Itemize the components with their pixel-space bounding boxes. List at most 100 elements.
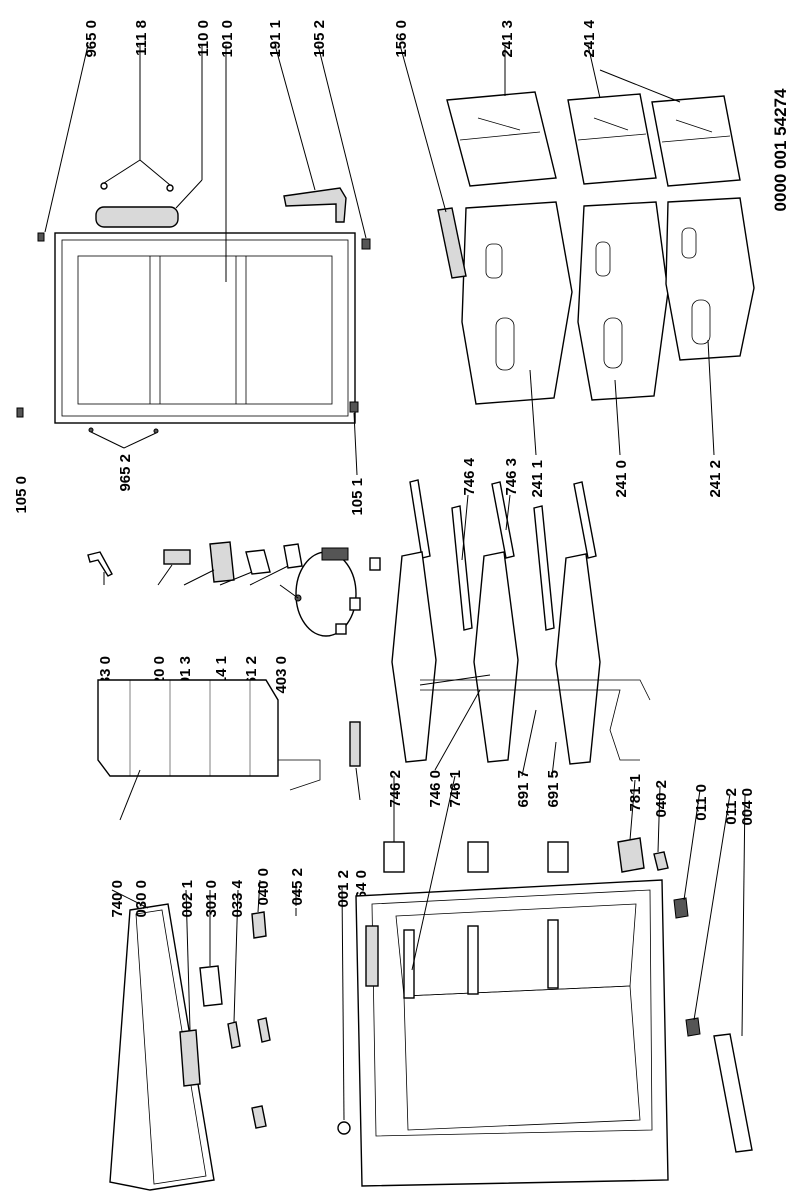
wire-shelf-1 [391,551,437,763]
part-156-0 [437,207,467,279]
label-241-1: 241 1 [529,460,546,498]
label-241-3: 241 3 [499,20,516,58]
foot-c [335,623,347,635]
part-420-0 [163,549,191,565]
valve-561-2 [283,543,303,569]
leader-lines-drawers [399,44,715,456]
hinge-105-2 [361,238,371,250]
label-111-8: 111 8 [133,20,150,56]
foot-011-2 [685,1017,701,1037]
label-004-0: 004 0 [739,788,756,826]
part-040-0a [251,911,267,939]
label-965-2: 965 2 [117,454,134,492]
label-045-2: 045 2 [289,868,306,906]
top-cover [109,903,215,1191]
drawer-flaps [446,91,741,187]
label-746-2: 746 2 [387,770,404,808]
part-040-0b [257,1017,271,1043]
drawer-bottom [665,197,755,361]
screw-965-2a [88,427,94,433]
label-030-0: 030 0 [133,880,150,918]
label-691-5: 691 5 [545,770,562,808]
flap-241-4 [567,93,657,185]
cabinet-handle [365,925,379,987]
cover-and-parts [109,903,351,1191]
wire-shelf-3 [555,553,601,765]
drawer-top [461,201,573,405]
wire-shelves [391,551,651,765]
label-101-0: 101 0 [219,20,236,58]
screw-111-8a [100,182,108,190]
cabinet-body [355,879,669,1187]
pin-105-0 [16,407,24,418]
label-746-4: 746 4 [461,457,478,495]
condenser-grill [97,679,279,777]
compressor [295,551,357,637]
label-781-1: 781 1 [627,774,644,812]
drawers [437,197,755,405]
shelf-clip-746-1 [467,841,489,873]
electrical-components [87,541,381,637]
flap-241-3 [446,91,557,187]
hinge-105-1 [349,401,359,413]
part-033-4 [227,1021,241,1049]
part-781-1 [617,837,645,873]
part-491-3 [209,541,235,583]
bracket-191-1 [283,187,347,223]
door-handle [95,206,179,228]
pin-965-0 [37,232,45,242]
part-040-0c [251,1105,267,1129]
leader-lines-door [44,44,367,476]
label-241-2: 241 2 [707,460,724,498]
label-156-0: 156 0 [393,20,410,58]
part-002-1 [179,1029,201,1087]
screw-965-2b [153,428,159,434]
pipe-frame [420,679,651,761]
label-403-0: 403 0 [273,656,290,694]
rail-c [573,481,597,559]
cabinet-rail-3 [547,919,559,989]
label-001-2: 001 2 [335,870,352,908]
rail-b [533,505,555,631]
label-746-3: 746 3 [503,458,520,496]
document-number: 0000 001 54274 [771,88,790,211]
label-746-1: 746 1 [447,770,464,808]
door-assembly [16,182,371,434]
foot-a [369,557,381,571]
label-965-0: 965 0 [83,20,100,58]
label-002-1: 002 1 [179,880,196,918]
label-241-0: 241 0 [613,460,630,498]
cabinet-assembly [355,837,753,1187]
screw-111-8b [166,184,174,192]
label-011-0: 011 0 [693,784,710,821]
part-040-2 [653,851,669,871]
cabinet-rail-1 [403,929,415,999]
shelf-clip-746-2 [383,841,405,873]
leader-lines-bottom-left [111,767,361,1121]
label-740-0: 740 0 [109,880,126,918]
cabinet-rail-2 [467,925,479,995]
base-plate-004-0 [713,1033,753,1153]
label-040-0: 040 0 [255,868,272,906]
foot-011-0 [673,897,689,919]
flap-241-4b [651,95,741,187]
shelf-clip-a [547,841,569,873]
label-040-2: 040 2 [653,780,670,818]
label-105-1: 105 1 [349,478,366,516]
rail-a [409,479,431,559]
label-241-4: 241 4 [581,19,598,57]
label-301-0: 301 0 [203,880,220,918]
leader-lines-cabinet [393,709,746,1037]
label-191-1: 191 1 [267,20,284,58]
leader-lines-shelves [434,494,511,771]
label-105-2: 105 2 [311,20,328,58]
leader-lines-components [103,564,299,599]
pipe-783-0 [87,551,113,577]
label-110-0: 110 0 [195,20,212,57]
condenser-assembly [97,679,361,791]
label-033-4: 033 4 [229,879,246,917]
door-panel [54,232,356,424]
rail-746-4 [451,505,473,631]
compressor-top [321,547,349,561]
